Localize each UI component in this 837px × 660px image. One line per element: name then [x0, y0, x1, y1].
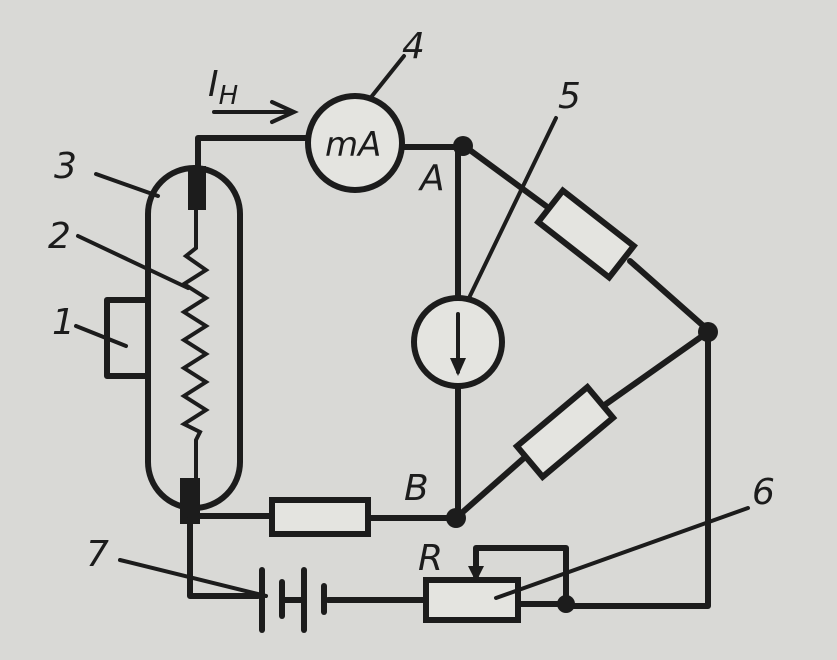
- current-symbol: I: [208, 64, 219, 105]
- label-7: 7: [86, 534, 109, 575]
- leader-6: [494, 506, 750, 600]
- junction-right: [698, 322, 718, 342]
- bridge-resistor-top: [534, 186, 638, 282]
- leader-2: [76, 234, 190, 290]
- wire-right-to-r2: [603, 329, 711, 407]
- milliammeter-label: mA: [325, 125, 381, 165]
- current-arrow: [212, 100, 299, 124]
- resistor-r: [269, 497, 371, 537]
- leader-7: [118, 558, 268, 598]
- wire-lamp-down: [187, 517, 261, 599]
- leader-1: [74, 324, 128, 348]
- bridge-resistor-bottom: [512, 382, 618, 482]
- label-3: 3: [54, 146, 77, 187]
- label-node-a: A: [418, 158, 445, 199]
- leader-5: [466, 116, 558, 302]
- bottom-terminal: [180, 478, 200, 524]
- wire-top-to-meter: [195, 135, 311, 171]
- junction-a: [453, 136, 473, 156]
- filament-zigzag: [179, 190, 210, 488]
- leader-3: [94, 172, 160, 198]
- current-label: IH: [208, 64, 238, 111]
- label-node-b: B: [404, 468, 429, 509]
- top-terminal: [188, 166, 206, 210]
- heater-block: [104, 297, 151, 379]
- rheostat-wiper-arrow: [468, 566, 484, 582]
- label-resistor-r: R: [418, 538, 443, 579]
- rheostat: [423, 577, 521, 623]
- galvanometer-needle-head: [450, 358, 466, 376]
- junction-rheostat: [557, 595, 575, 613]
- wire-r2-to-b: [453, 455, 527, 521]
- junction-b: [446, 508, 466, 528]
- label-2: 2: [48, 216, 71, 257]
- current-subscript: H: [219, 81, 239, 111]
- label-1: 1: [52, 302, 75, 343]
- wire-a-to-right: [460, 142, 549, 209]
- label-6: 6: [752, 472, 775, 513]
- milliammeter: [305, 93, 405, 193]
- leader-4: [370, 54, 406, 98]
- label-4: 4: [402, 26, 425, 67]
- label-5: 5: [558, 76, 581, 117]
- rheostat-wiper-loop: [473, 545, 569, 607]
- wire-r1-to-right: [627, 258, 711, 333]
- wire-right-down: [565, 331, 711, 609]
